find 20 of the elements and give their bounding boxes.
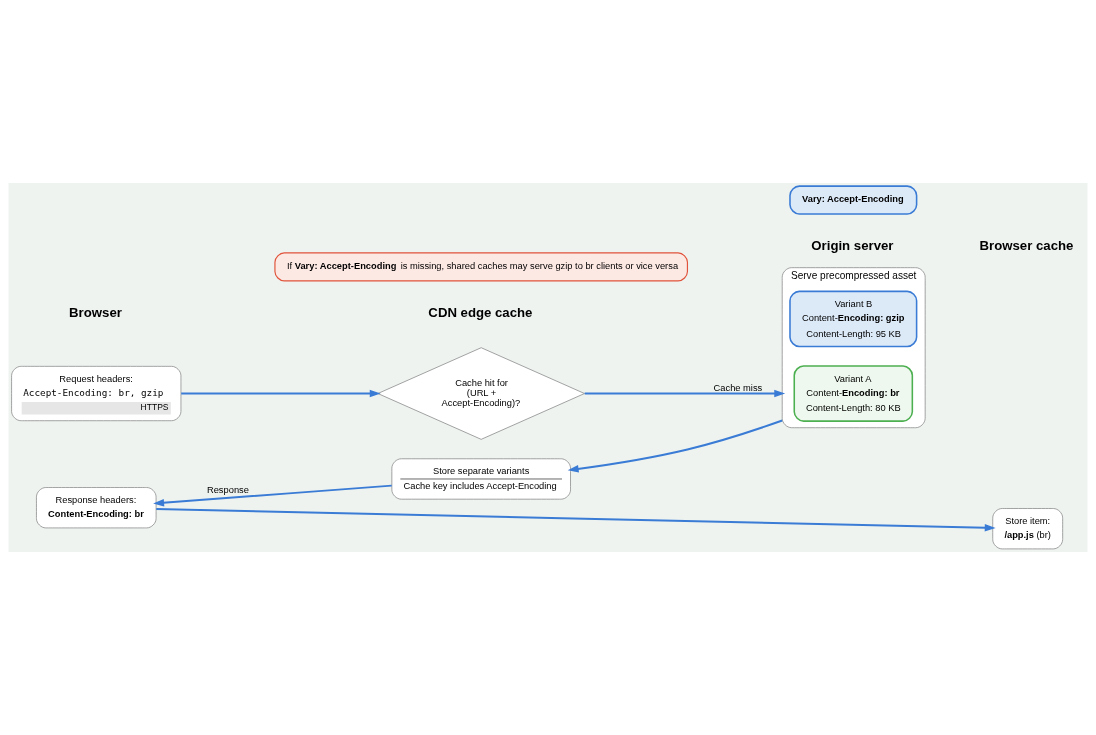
arrow [567,419,784,473]
node-box: Request headers: Accept-Encoding: br, gzip HTTPS [11,365,182,422]
node-box: Variant B Content-Encoding: gzip Content-Length: 95 KB [789,290,918,348]
label: CDN edge cache [428,304,533,320]
node-box: If Vary: Accept-Encoding is missing, shared caches may serve gzip to br clients or vice versa [274,252,689,282]
node-box: Store item: /app.js (br) [992,508,1064,550]
arrow [583,389,786,398]
label: Browser cache [979,237,1074,253]
node-diamond: Cache hit for (URL + Accept-Encoding)? [377,347,585,440]
node-box: Response headers: Content-Encoding: br [36,487,157,529]
arrow [153,484,393,507]
node-box: Variant A Content-Encoding: br Content-Length: 80 KB [793,365,914,422]
edge-label: Response [206,485,249,496]
edge-label: Cache miss [713,382,763,393]
label: Origin server [811,237,894,253]
label: Browser [69,304,122,320]
arrow [180,389,381,398]
node-box: Store separate variants Cache key includes Accept-Encoding [391,458,571,500]
node-box: Vary: Accept-Encoding [789,185,918,215]
arrow [155,508,996,532]
